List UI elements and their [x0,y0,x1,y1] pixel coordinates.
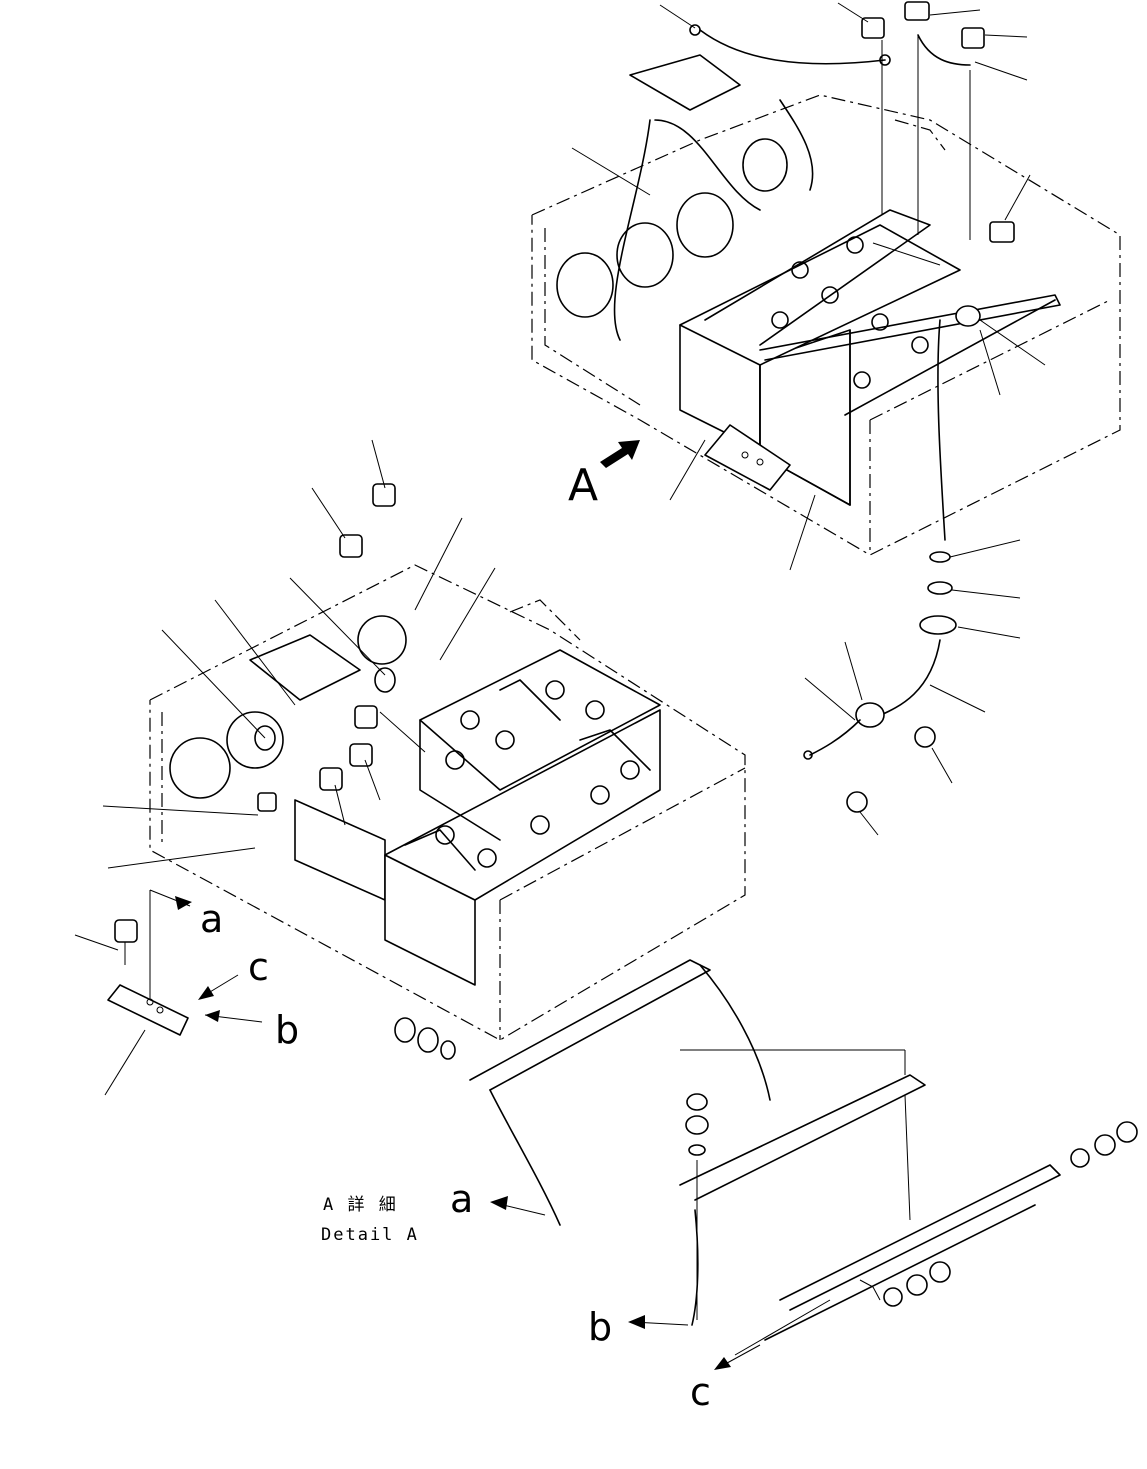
section-mark-b-left: b [275,1008,299,1052]
upper-leader-lines [571,2,1046,836]
detail-a-leader-lines [74,439,496,1096]
upper-battery-box-assembly [531,1,1121,813]
view-label-a: A [568,460,598,511]
section-mark-a-left: a [200,897,223,941]
detail-caption-japanese: A 詳 細 [323,1195,398,1215]
detail-caption-english: Detail A [321,1225,419,1245]
view-arrow-a: A [568,440,640,511]
section-markers-left: a c b [149,889,299,1052]
detail-a-battery-box [107,483,771,1226]
section-mark-c-detail: c [690,1370,711,1414]
lower-hardware-detail [679,1049,1138,1356]
section-markers-detail: a b c [450,1177,761,1414]
section-mark-c-left: c [248,945,269,989]
section-mark-b-detail: b [588,1305,612,1349]
section-mark-a-detail: a [450,1177,473,1221]
